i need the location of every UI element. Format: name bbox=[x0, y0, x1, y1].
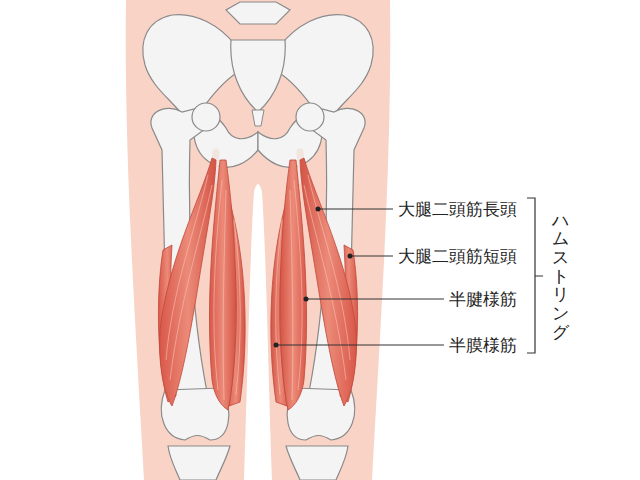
body-skin bbox=[126, 0, 391, 480]
lumbar-vertebra bbox=[226, 2, 290, 24]
leader-line bbox=[318, 209, 393, 210]
leader-dot bbox=[274, 343, 279, 348]
muscle-label: 大腿二頭筋長頭 bbox=[398, 199, 517, 219]
leader-dot bbox=[316, 207, 321, 212]
muscle-label: 半腱様筋 bbox=[449, 289, 517, 309]
muscle-label: 半膜様筋 bbox=[449, 335, 517, 355]
leader-dot bbox=[304, 297, 309, 302]
sacrum bbox=[231, 40, 285, 112]
group-label: ハムストリング bbox=[552, 211, 569, 342]
bracket bbox=[527, 198, 543, 353]
coccyx bbox=[252, 110, 264, 126]
leader-line bbox=[350, 256, 393, 257]
muscle-label: 大腿二頭筋短頭 bbox=[398, 246, 517, 266]
leader-line bbox=[306, 299, 444, 300]
leader-lines bbox=[276, 209, 444, 345]
leader-line bbox=[276, 345, 444, 346]
leader-dot bbox=[348, 254, 353, 259]
leader-dots bbox=[274, 207, 353, 348]
